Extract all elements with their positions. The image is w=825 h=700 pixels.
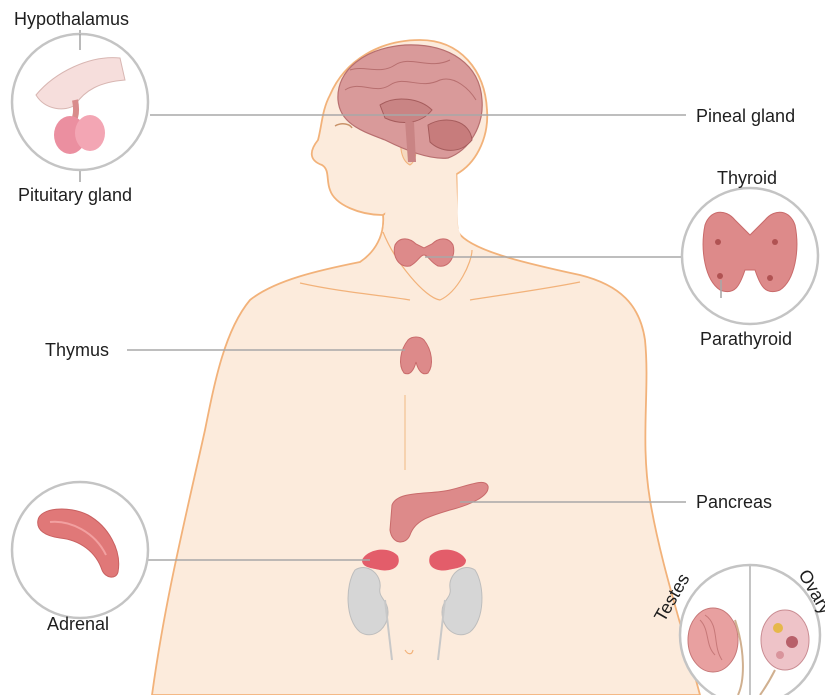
label-parathyroid: Parathyroid [700,329,792,350]
label-pancreas: Pancreas [696,492,772,513]
label-hypothalamus: Hypothalamus [14,9,129,30]
label-pituitary-gland: Pituitary gland [18,185,132,206]
hypothalamus-callout [12,34,148,170]
label-pineal-gland: Pineal gland [696,106,795,127]
gonads-callout [680,565,820,695]
thyroid-callout [682,188,818,324]
label-thymus: Thymus [45,340,109,361]
label-thyroid: Thyroid [717,168,777,189]
adrenal-callout [12,482,148,618]
label-adrenal: Adrenal [47,614,109,635]
